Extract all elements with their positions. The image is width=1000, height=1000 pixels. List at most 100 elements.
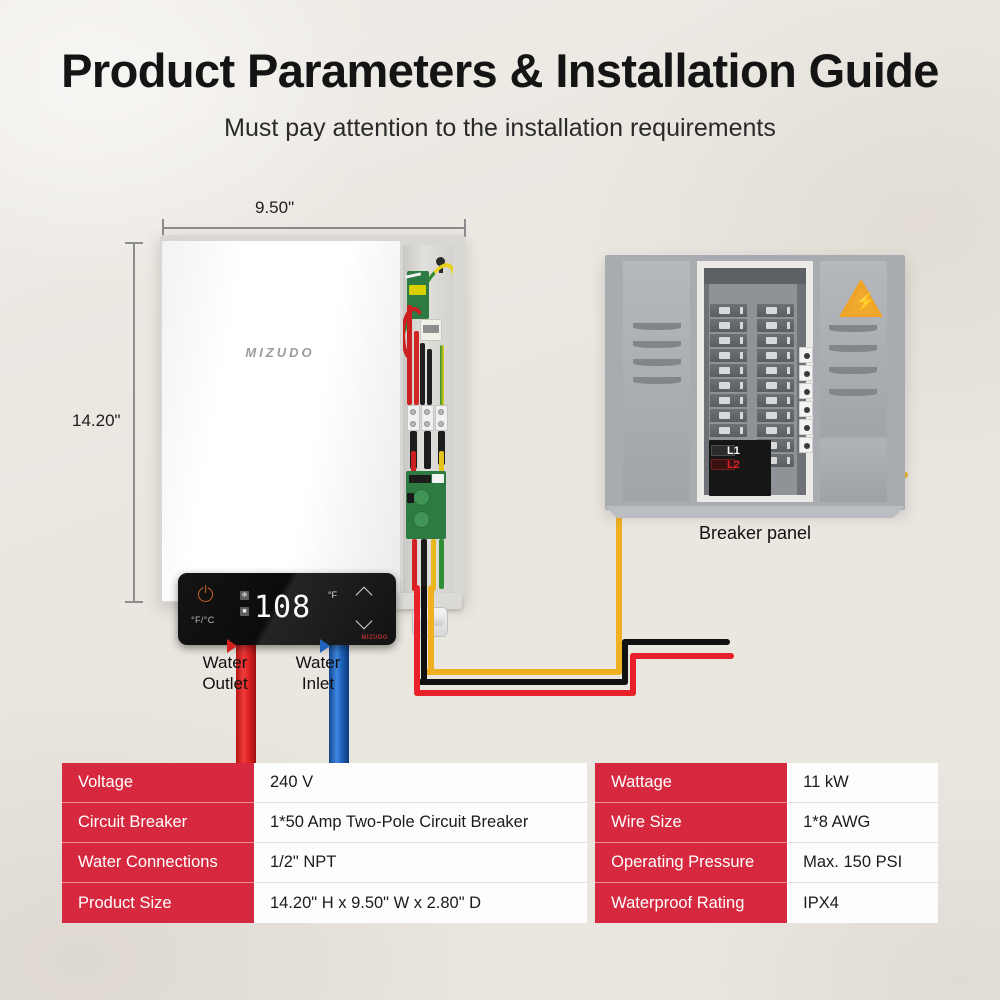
control-panel[interactable]: °F/°C ❄ ■ 108 °F MIZUDO (178, 573, 396, 645)
l2-terminal-connector (711, 459, 735, 470)
table-row: Wire Size 1*8 AWG (595, 803, 938, 843)
gland-wire-yellow (428, 585, 434, 672)
table-row: Water Connections 1/2" NPT (62, 843, 588, 883)
lead-black-3 (438, 431, 445, 465)
breaker-right-5[interactable] (757, 364, 794, 377)
thermal-cutout-label (423, 325, 439, 333)
exit-wire-green (439, 539, 444, 589)
breaker-switch (719, 397, 730, 404)
breaker-panel-caption: Breaker panel (698, 523, 812, 543)
terminal-screw-4 (410, 421, 416, 427)
exit-wire-yellow (431, 539, 436, 591)
board-connector (409, 475, 431, 483)
spec-key: Voltage (62, 763, 254, 803)
specifications-table: Voltage 240 V Circuit Breaker 1*50 Amp T… (62, 763, 938, 923)
page-subtitle: Must pay attention to the installation r… (224, 113, 776, 142)
breaker-tab (787, 337, 790, 344)
breaker-switch (719, 412, 730, 419)
spec-value: Max. 150 PSI (787, 843, 938, 883)
relay-2 (413, 511, 430, 528)
breaker-left-1[interactable] (710, 304, 747, 317)
top-terminal-strip (409, 285, 426, 295)
breaker-right-2[interactable] (757, 319, 794, 332)
vent-slot-right-1 (829, 325, 877, 332)
vent-slot-left-2 (633, 341, 681, 348)
water-outlet-arrow-icon (227, 639, 237, 653)
brand-logo: MIZUDO (245, 345, 315, 360)
keyhole-slot (438, 264, 443, 273)
installation-diagram: 9.50" 14.20" MIZUDO (0, 180, 1000, 795)
l1-wire-run-vertical (622, 639, 628, 685)
l2-wire-run-horizontal-top (630, 653, 734, 659)
breaker-right-6[interactable] (757, 379, 794, 392)
water-outlet-pipe (236, 623, 256, 795)
breaker-right-7[interactable] (757, 394, 794, 407)
breaker-switch (766, 442, 777, 449)
high-voltage-warning-inner (845, 287, 877, 315)
temperature-unit-toggle[interactable]: °F/°C (191, 615, 215, 625)
spec-value: 240 V (254, 763, 588, 803)
panel-brand-mark: MIZUDO (361, 635, 388, 641)
heat-icon: ■ (240, 607, 249, 616)
breaker-left-4[interactable] (710, 349, 747, 362)
red-wire-bundle-b (414, 331, 419, 405)
page-header: Product Parameters & Installation Guide … (0, 46, 1000, 143)
spec-value: 1*50 Amp Two-Pole Circuit Breaker (254, 803, 588, 843)
water-inlet-arrow-icon (320, 639, 330, 653)
specs-left-column: Voltage 240 V Circuit Breaker 1*50 Amp T… (62, 763, 588, 923)
breaker-right-4[interactable] (757, 349, 794, 362)
terminal-screw-5 (424, 421, 430, 427)
breaker-left-6[interactable] (710, 379, 747, 392)
table-row: Operating Pressure Max. 150 PSI (595, 843, 938, 883)
breaker-tab (787, 352, 790, 359)
neutral-bar-lug-3 (799, 383, 813, 399)
breaker-switch (719, 307, 730, 314)
table-row: Waterproof Rating IPX4 (595, 883, 938, 923)
spec-key: Wattage (595, 763, 788, 803)
breaker-switch (766, 337, 777, 344)
temperature-up-button[interactable] (358, 589, 374, 598)
breaker-right-8[interactable] (757, 409, 794, 422)
water-inlet-line1: Water (295, 653, 341, 672)
spec-key: Operating Pressure (595, 843, 788, 883)
spec-value: 14.20" H x 9.50" W x 2.80" D (254, 883, 588, 923)
gland-wire-black (421, 585, 427, 682)
breaker-switch (766, 427, 777, 434)
breaker-tab (787, 367, 790, 374)
breaker-right-1[interactable] (757, 304, 794, 317)
breaker-left-7[interactable] (710, 394, 747, 407)
breaker-tab (787, 382, 790, 389)
breaker-left-2[interactable] (710, 319, 747, 332)
breaker-right-9[interactable] (757, 424, 794, 437)
breaker-switch (766, 322, 777, 329)
tankless-water-heater: MIZUDO (160, 235, 465, 795)
breaker-left-5[interactable] (710, 364, 747, 377)
breaker-tab (787, 427, 790, 434)
breaker-left-3[interactable] (710, 334, 747, 347)
table-row: Wattage 11 kW (595, 763, 938, 803)
l2-wire-run-horizontal-bottom (414, 690, 634, 696)
ground-wire-lower (440, 345, 444, 435)
neutral-bar-lug-5 (799, 419, 813, 435)
height-dimension-line (133, 242, 135, 602)
width-dimension-tick-right (464, 219, 466, 237)
vent-slot-right-4 (829, 389, 877, 396)
ground-wire-run-horizontal-bottom (422, 669, 622, 675)
breaker-switch (719, 322, 730, 329)
breaker-right-3[interactable] (757, 334, 794, 347)
lightning-bolt-icon: ⚡ (855, 292, 877, 311)
spec-key: Product Size (62, 883, 254, 923)
snowflake-icon: ❄ (240, 591, 249, 600)
lead-black-2 (424, 431, 431, 469)
breaker-tab (740, 337, 743, 344)
breaker-left-8[interactable] (710, 409, 747, 422)
breaker-left-9[interactable] (710, 424, 747, 437)
breaker-tab (740, 322, 743, 329)
heater-interior-components (403, 245, 453, 597)
breaker-panel: ⚡ L1 (605, 255, 905, 543)
spec-value: IPX4 (787, 883, 938, 923)
power-icon[interactable] (198, 587, 213, 602)
capacitor (407, 493, 414, 503)
relay-1 (413, 489, 430, 506)
temperature-down-button[interactable] (358, 613, 374, 622)
